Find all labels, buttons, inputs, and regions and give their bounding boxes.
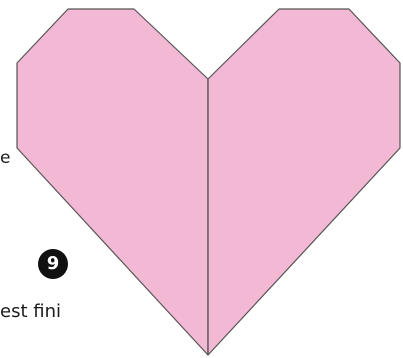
step-number-badge: 9 [38,249,68,279]
cropped-text-fragment: e [0,148,10,168]
heart-right-half [208,9,400,355]
step-caption: est fini [0,301,61,323]
